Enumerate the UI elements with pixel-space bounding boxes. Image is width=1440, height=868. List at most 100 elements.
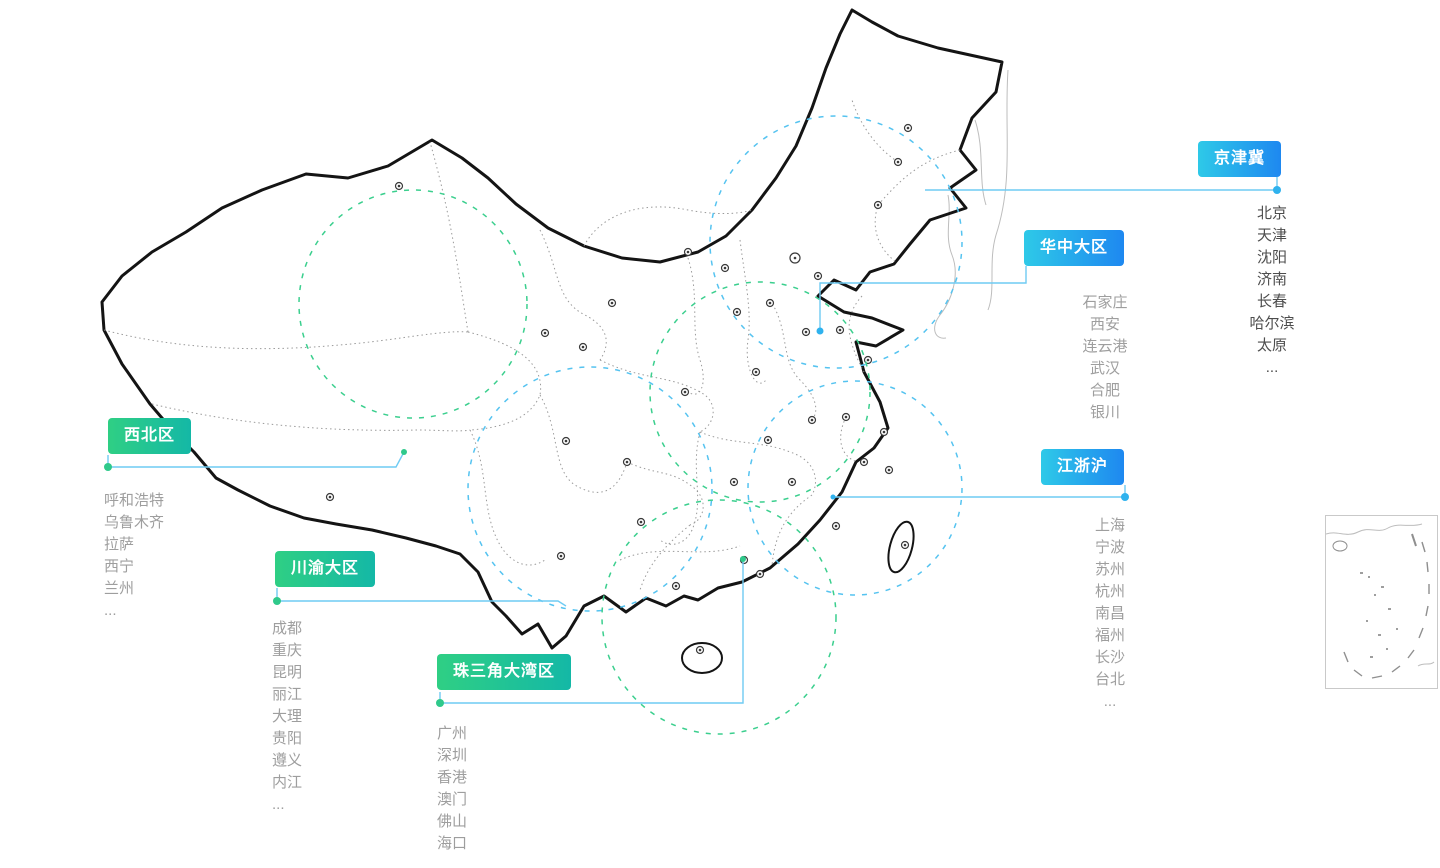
city-marker-dot [906,126,910,130]
connector-dot [401,449,407,455]
connector-zhusanjiao [439,559,744,704]
city-marker-dot [581,345,585,349]
city-item: 宁波 [1094,539,1125,556]
city-marker-dot [793,256,797,260]
city-item: 大理 [272,708,303,725]
city-item: 佛山 [437,813,468,830]
connector-dot [830,494,836,500]
city-marker-dot [564,439,568,443]
city-list-xibei: 呼和浩特乌鲁木齐拉萨西宁兰州... [104,490,244,622]
south-china-sea-inset [1325,515,1438,689]
city-marker-dot [844,415,848,419]
city-item: 内江 [272,774,303,791]
city-item: 哈尔滨 [1249,315,1295,332]
region-connectors [104,177,1281,707]
city-item: 合肥 [1089,382,1120,399]
city-marker-dot [834,524,838,528]
city-marker-dot [896,160,900,164]
city-marker-dot [683,390,687,394]
city-list-jingjinji: 北京天津沈阳济南长春哈尔滨太原... [1212,203,1332,379]
city-marker-dot [887,468,891,472]
city-item: 南昌 [1094,605,1125,622]
city-item: 广州 [437,725,468,742]
city-item: 北京 [1256,205,1287,222]
city-item: ... [437,857,450,868]
connector-jingjinji [925,177,1278,191]
city-item: ... [1103,693,1117,710]
region-circle-chuanyu [467,366,713,612]
city-item: 呼和浩特 [104,492,165,509]
city-item: 太原 [1256,337,1287,354]
region-circle-jiangzhehu [747,380,963,596]
city-marker-dot [543,331,547,335]
city-marker-dot [328,495,332,499]
city-marker-dot [866,358,870,362]
city-item: 武汉 [1089,360,1120,377]
city-item: 福州 [1094,627,1125,644]
city-item: 苏州 [1094,561,1125,578]
city-item: 银川 [1089,404,1120,421]
region-tag-huazhong[interactable]: 华中大区 [1024,230,1125,266]
city-marker-dot [732,480,736,484]
city-marker-dot [686,250,690,254]
city-item: 西宁 [104,558,135,575]
city-marker-dot [804,330,808,334]
city-item: ... [1265,359,1279,376]
province-borders [103,99,961,591]
city-marker-dot [768,301,772,305]
city-item: 重庆 [272,642,303,659]
island-specks [1360,572,1398,658]
city-marker-dot [625,460,629,464]
city-markers [325,123,913,655]
city-item: 上海 [1094,517,1125,534]
city-marker-dot [882,430,886,434]
city-item: 台北 [1094,671,1125,688]
city-item: 遵义 [272,752,303,769]
region-tag-jingjinji[interactable]: 京津冀 [1198,141,1282,177]
china-border-outline [100,8,1004,650]
connector-chuanyu [276,588,567,607]
city-marker-dot [639,520,643,524]
city-marker-dot [810,418,814,422]
region-tag-zhusanjiao[interactable]: 珠三角大湾区 [437,654,572,690]
city-item: 连云港 [1082,338,1128,355]
region-circle-xibei [298,189,528,419]
region-tag-xibei[interactable]: 西北区 [108,418,192,454]
city-marker-dot [766,438,770,442]
neighbor-coastlines [934,69,1009,339]
region-circle-jingjinji [709,115,963,369]
region-circles [298,115,963,735]
city-item: 沈阳 [1256,249,1287,266]
city-marker-dot [559,554,563,558]
connector-dot [104,463,112,471]
region-tag-jiangzhehu[interactable]: 江浙沪 [1041,449,1125,485]
city-item: 乌鲁木齐 [104,514,165,531]
city-item: 成都 [272,620,303,637]
city-list-jiangzhehu: 上海宁波苏州杭州南昌福州长沙台北... [1050,515,1170,713]
city-item: 澳门 [437,791,468,808]
inset-map [1325,523,1435,679]
connector-dot [740,556,746,562]
city-item: ... [104,602,117,619]
city-item: 拉萨 [104,536,135,553]
city-item: 香港 [437,769,468,786]
connector-huazhong [819,266,1027,331]
city-item: 石家庄 [1082,294,1128,311]
city-item: 昆明 [272,664,303,681]
connector-dot [436,699,444,707]
city-item: 济南 [1256,271,1287,288]
city-item: 贵阳 [272,730,303,747]
city-item: ... [272,796,285,813]
city-marker-dot [862,460,866,464]
city-item: 兰州 [104,580,135,597]
region-tag-chuanyu[interactable]: 川渝大区 [275,551,376,587]
city-marker-dot [876,203,880,207]
city-item: 杭州 [1094,583,1125,600]
connector-dot [816,327,824,335]
city-marker-dot [698,648,702,652]
city-marker-dot [397,184,401,188]
city-list-zhusanjiao: 广州深圳香港澳门佛山海口... [437,723,577,868]
city-list-chuanyu: 成都重庆昆明丽江大理贵阳遵义内江... [272,618,392,816]
connector-jiangzhehu [833,485,1126,498]
